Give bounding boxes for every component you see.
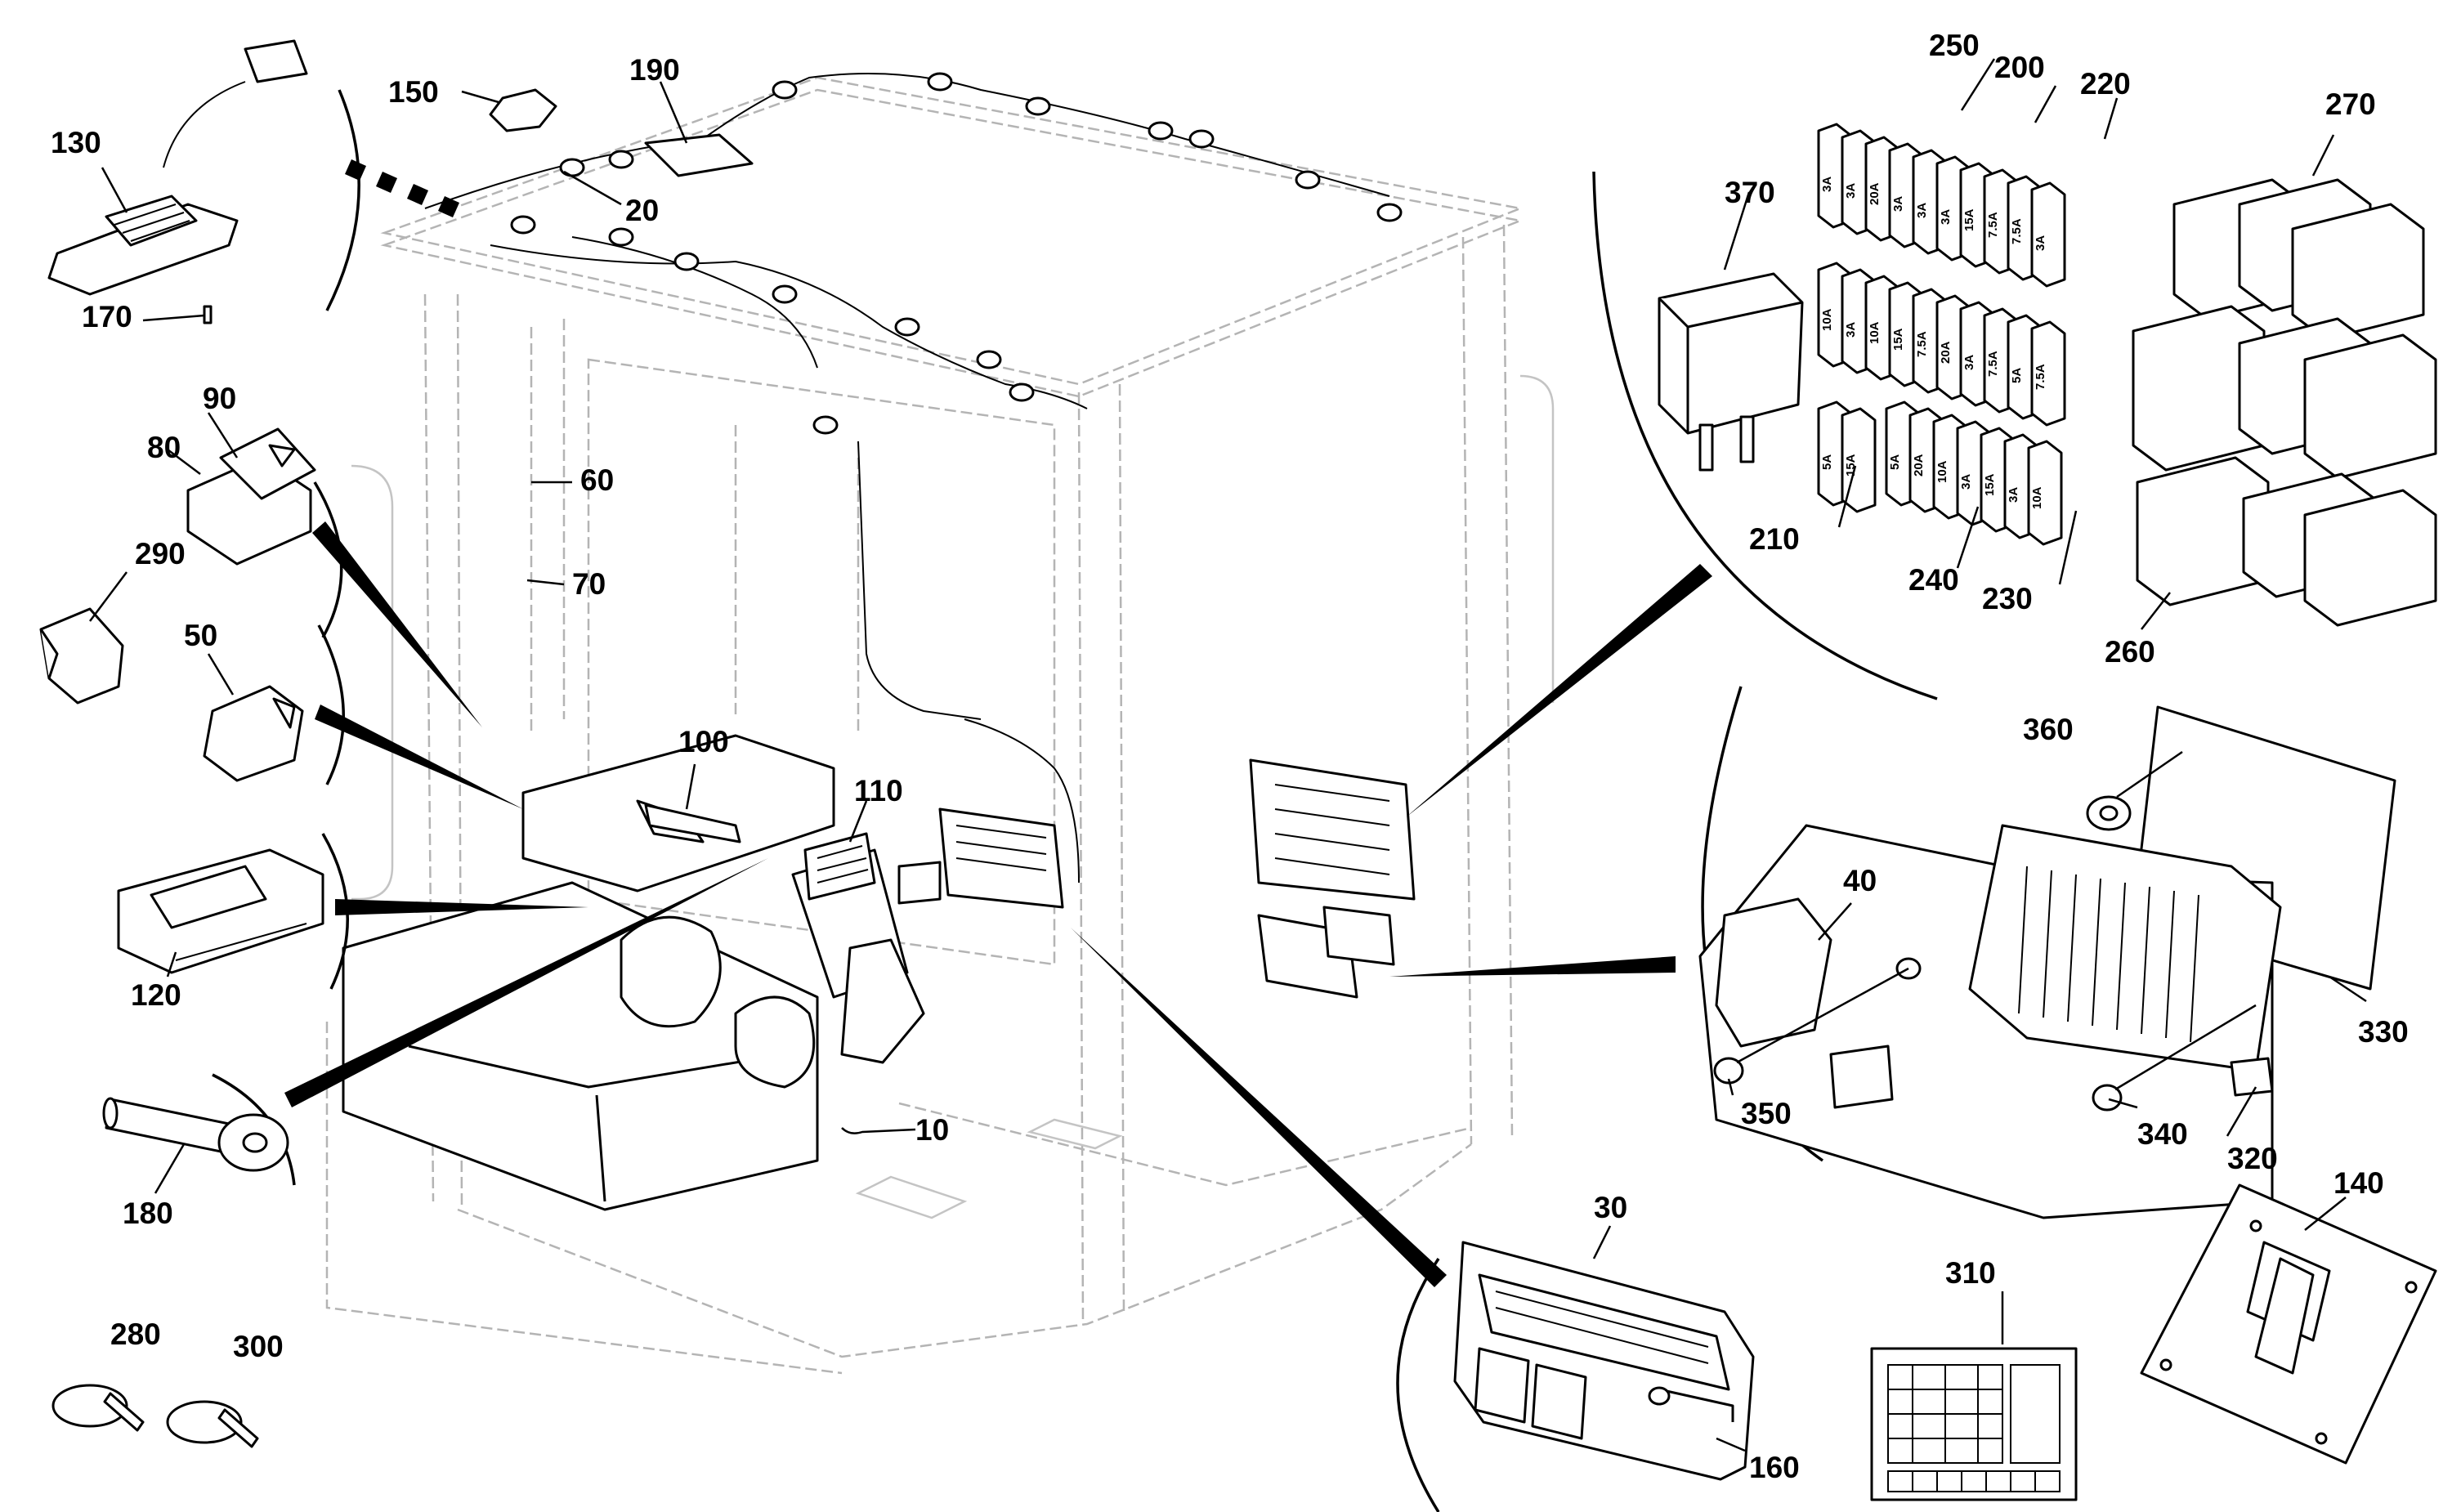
switch-icon [186,427,316,566]
callout-190: 190 [629,53,680,87]
callout-150: 150 [388,75,439,109]
fuse [2030,320,2066,427]
fuse-rating-label: 10A [1820,308,1834,331]
relay-bank [2132,178,2437,627]
callout-320: 320 [2227,1142,2278,1175]
leader-lines [89,58,2367,1452]
relay-icon [1658,272,1804,472]
callout-40: 40 [1843,864,1877,897]
fuse-rating-label: 3A [1959,474,1973,490]
ecu-30 [1453,1241,1755,1481]
nut-150 [489,88,557,132]
fuse [2030,181,2066,288]
callout-300: 300 [233,1330,284,1363]
fuse-rating-label: 10A [2030,486,2044,509]
callout-250: 250 [1929,29,1980,62]
callout-220: 220 [2080,67,2131,101]
callout-210: 210 [1749,522,1800,556]
fuse-rating-label: 7.5A [2010,218,2024,244]
fuse-rating-label: 3A [2007,487,2020,503]
lamp-icon [47,39,308,324]
callout-110: 110 [854,774,903,807]
roof-lamp [644,133,754,177]
roof-harness [424,72,1403,883]
fuse-rating-label: 3A [1820,177,1834,192]
view-pointers [284,159,1712,1287]
callout-80: 80 [147,431,181,464]
callout-30: 30 [1594,1191,1627,1224]
fuse-rating-label: 15A [1844,454,1858,476]
callout-290: 290 [135,537,186,570]
callout-240: 240 [1908,563,1959,597]
callout-370: 370 [1725,176,1775,209]
fuse-rating-label: 20A [1868,182,1882,205]
fuse-icon: 3A 3A 20A 3A 3A 3A 15A 7.5A 7.5A 3A 10A 3A 10A 15A 7.5… [1817,123,2066,546]
callout-200: 200 [1994,51,2045,84]
fuse-rating-label: 15A [1962,208,1976,231]
fuse-rating-label: 5A [1888,454,1902,470]
callout-350: 350 [1741,1097,1792,1130]
callout-160: 160 [1749,1451,1800,1484]
harness-clips [510,72,1403,435]
callout-230: 230 [1982,582,2033,615]
fuse-rating-label: 3A [1891,196,1905,212]
fuse-rating-label: 7.5A [1986,351,2000,377]
callout-170: 170 [82,300,132,333]
callout-10: 10 [915,1113,949,1147]
fuse-rating-label: 7.5A [1915,331,1929,357]
cab-frame [325,76,1555,1375]
callout-180: 180 [123,1197,173,1230]
label-310 [1870,1347,2078,1501]
fuse-rating-label: 20A [1912,454,1926,476]
callout-100: 100 [678,725,729,758]
callout-330: 330 [2358,1015,2409,1049]
fuse [2027,440,2063,546]
callout-90: 90 [203,382,236,415]
fuse-rating-label: 3A [1844,183,1858,199]
callout-310: 310 [1945,1256,1996,1290]
fuse-rating-label: 10A [1935,460,1949,483]
fuse-rating-label: 5A [1820,454,1834,470]
callout-70: 70 [572,567,606,601]
fuse-rating-label: 3A [1962,355,1976,370]
display-icon [117,848,324,974]
fuse-rating-label: 10A [1868,321,1882,344]
callout-260: 260 [2105,635,2155,669]
connector-290 [39,607,124,705]
fuse-rating-label: 7.5A [1986,212,2000,238]
rotary-switch [203,685,304,782]
dashboard-assembly [342,734,925,1211]
callout-280: 280 [110,1317,161,1351]
callout-50: 50 [184,619,217,652]
callout-130: 130 [51,126,101,159]
ecu-140 [2140,1183,2437,1465]
side-wall-fusebox [1249,758,1416,999]
callout-20: 20 [625,194,659,227]
control-unit-icon [1698,705,2396,1219]
fuse-rating-label: 3A [1915,203,1929,218]
fuse-rating-label: 15A [1891,328,1905,351]
callout-60: 60 [580,463,614,497]
fuse-rating-label: 3A [1939,209,1953,225]
callout-360: 360 [2023,713,2074,746]
callout-120: 120 [131,978,181,1012]
callout-140: 140 [2333,1166,2384,1200]
callout-labels: 10 20 30 40 50 60 70 80 90 100 110 120 1… [51,29,2409,1484]
fuse-rating-label: 3A [1844,322,1858,338]
fuse-rating-label: 5A [2010,368,2024,383]
fuse-rating-label: 7.5A [2034,364,2047,390]
rear-wall-controller [897,807,1064,909]
fuse-rating-label: 15A [1983,473,1997,496]
callout-270: 270 [2325,87,2376,121]
fuse-rating-label: 20A [1939,341,1953,364]
callout-340: 340 [2137,1117,2188,1151]
fuse-rating-label: 3A [2034,235,2047,251]
bolt-icon [102,1097,289,1172]
cable-tie-icon [51,1384,259,1448]
